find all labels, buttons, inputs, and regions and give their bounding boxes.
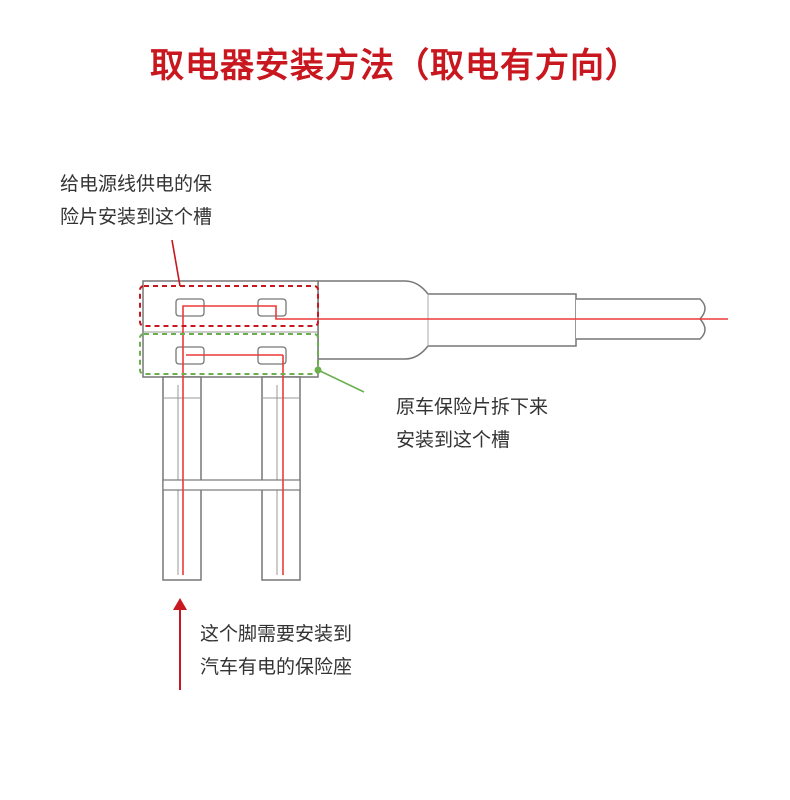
callout-leg-line1: 这个脚需要安装到 bbox=[200, 623, 353, 645]
upper-slot-right bbox=[257, 298, 287, 317]
callout-leg-line2: 汽车有电的保险座 bbox=[200, 656, 353, 678]
cable-sleeve bbox=[317, 280, 577, 360]
lower-slot-pointer bbox=[317, 369, 365, 393]
callout-original-slot-line1: 原车保险片拆下来 bbox=[396, 396, 549, 418]
callout-leg: 这个脚需要安装到 汽车有电的保险座 bbox=[200, 618, 352, 684]
callout-original-slot-line2: 安装到这个槽 bbox=[396, 429, 511, 451]
callout-power-slot-line1: 给电源线供电的保 bbox=[60, 173, 213, 195]
callout-power-slot: 给电源线供电的保 险片安装到这个槽 bbox=[60, 168, 212, 234]
fuse-tap-body bbox=[142, 280, 319, 378]
upper-slot-highlight bbox=[139, 285, 319, 327]
insert-arrow-head bbox=[173, 598, 187, 610]
leg-left bbox=[162, 376, 202, 581]
lower-slot-highlight bbox=[139, 333, 319, 375]
circuit-path bbox=[182, 305, 728, 575]
leg-right bbox=[261, 376, 301, 581]
upper-slot-left bbox=[175, 298, 205, 317]
leg-bridge bbox=[162, 479, 301, 491]
page-title: 取电器安装方法（取电有方向） bbox=[150, 46, 640, 86]
callout-power-slot-line2: 险片安装到这个槽 bbox=[60, 206, 213, 228]
upper-slot-pointer bbox=[171, 239, 181, 287]
callout-original-slot: 原车保险片拆下来 安装到这个槽 bbox=[396, 391, 548, 457]
